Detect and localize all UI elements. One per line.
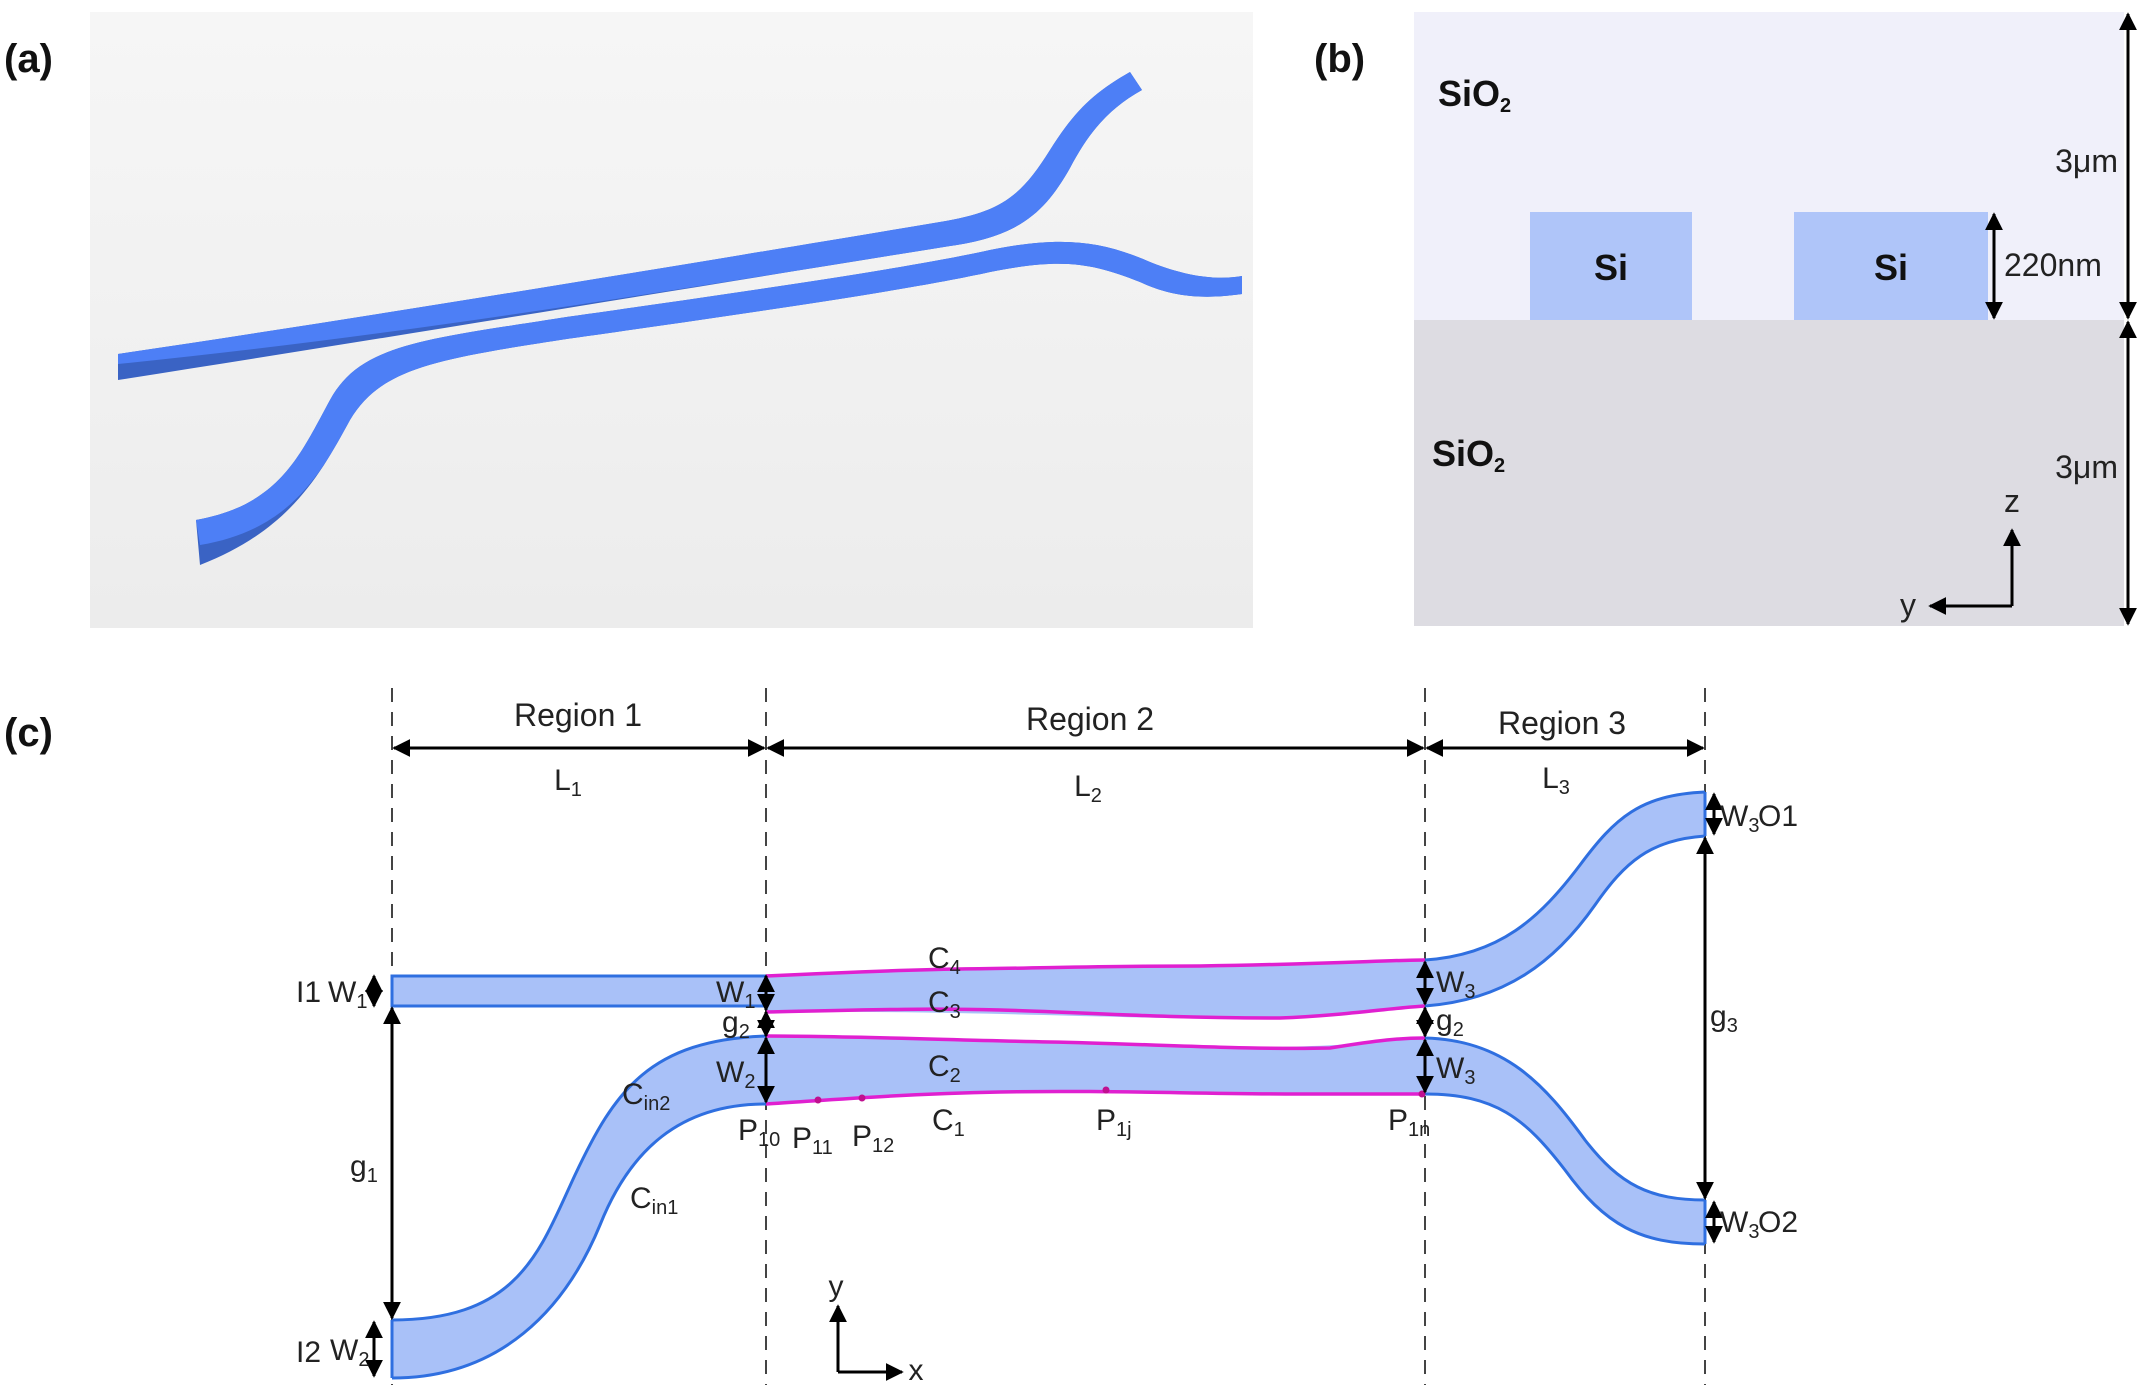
si-core-left [1530, 212, 1692, 320]
point-p1n-label: P1n [1388, 1104, 1430, 1141]
panel-c-schematic: Region 1 Region 2 Region 3 L1 L2 L3 [296, 688, 1798, 1387]
coupling-lower-waveguide [766, 1036, 1425, 1104]
width-w1-label-input: W1 [328, 976, 367, 1013]
width-w2-label-coupler: W2 [716, 1056, 755, 1093]
bottom-cladding [1414, 320, 2124, 626]
output-o2-outer-edge [1424, 1092, 1706, 1246]
point-p10-label: P10 [738, 1114, 780, 1151]
width-w3-label-upper: W3 [1436, 966, 1475, 1003]
width-w3-label-lower: W3 [1436, 1052, 1475, 1089]
width-w3-label-o2: W3 [1720, 1206, 1759, 1243]
curve-c3 [765, 1004, 1426, 1020]
point-p11 [814, 1096, 822, 1104]
top-thickness-label: 3μm [2055, 143, 2118, 179]
top-cladding-label: SiO2 [1438, 73, 1511, 117]
length-l3-label: L3 [1542, 762, 1570, 799]
gap-g3-label: g3 [1710, 1000, 1738, 1037]
curve-c2 [765, 1034, 1426, 1051]
length-l1-label: L1 [554, 764, 582, 801]
lower-waveguide-3d [196, 241, 1242, 546]
gap-g2-label-right: g2 [1436, 1004, 1464, 1041]
y-axis-label: y [1900, 587, 1916, 623]
si-core-right [1794, 212, 1988, 320]
width-w1-label-coupler: W1 [716, 976, 755, 1013]
c-y-axis-label: y [829, 1270, 844, 1303]
panel-c-label: (c) [4, 711, 53, 755]
port-o2-label: O2 [1758, 1206, 1798, 1239]
curve-c4 [765, 958, 1426, 978]
curve-c1-label: C1 [932, 1104, 965, 1141]
port-i1-label: I1 [296, 976, 321, 1009]
si-core-right-label: Si [1874, 247, 1908, 288]
bottom-thickness-label: 3μm [2055, 449, 2118, 485]
curve-cin2-label: Cin2 [622, 1078, 670, 1115]
curve-cin1-label: Cin1 [630, 1182, 678, 1219]
output-waveguide-o2 [1425, 1038, 1705, 1244]
curve-c3-label: C3 [928, 986, 961, 1023]
si-core-left-label: Si [1594, 247, 1628, 288]
point-p11-label: P11 [792, 1122, 833, 1159]
point-p12 [858, 1094, 866, 1102]
panel-b-label: (b) [1314, 37, 1365, 81]
input-waveguide-i2 [392, 1036, 766, 1378]
curve-cin1 [391, 1102, 767, 1380]
curve-c4-label: C4 [928, 942, 961, 979]
bottom-cladding-label: SiO2 [1432, 433, 1505, 477]
input-waveguide-i1 [392, 976, 766, 1006]
region-1-label: Region 1 [514, 697, 642, 733]
curve-c2-label: C2 [928, 1050, 961, 1087]
output-o1-inner-edge [1424, 834, 1706, 1008]
output-waveguide-o1 [1425, 792, 1705, 1006]
point-p1j [1102, 1086, 1110, 1094]
port-i2-label: I2 [296, 1336, 321, 1369]
output-o1-outer-edge [1424, 790, 1706, 962]
z-axis-label: z [2004, 483, 2020, 519]
port-o1-label: O1 [1758, 800, 1798, 833]
width-w2-label-input: W2 [330, 1334, 369, 1371]
panel-a-render [90, 12, 1253, 628]
width-w3-label-o1: W3 [1720, 800, 1759, 837]
gap-g1-label: g1 [350, 1150, 378, 1187]
curve-cin2 [391, 1034, 767, 1322]
gap-g2-label-left: g2 [722, 1006, 750, 1043]
c-x-axis-label: x [909, 1354, 924, 1387]
core-height-label: 220nm [2004, 247, 2102, 283]
region-3-label: Region 3 [1498, 705, 1626, 741]
output-o2-inner-edge [1424, 1036, 1706, 1202]
region-2-label: Region 2 [1026, 701, 1154, 737]
panel-a-label: (a) [4, 37, 53, 81]
coupling-upper-waveguide [766, 960, 1425, 1019]
panel-b-cross-section: SiO2 SiO2 Si Si 3μm 3μm 220nm z y [1414, 12, 2137, 626]
length-l2-label: L2 [1074, 770, 1102, 807]
point-p1j-label: P1j [1096, 1104, 1132, 1141]
point-p12-label: P12 [852, 1120, 894, 1157]
